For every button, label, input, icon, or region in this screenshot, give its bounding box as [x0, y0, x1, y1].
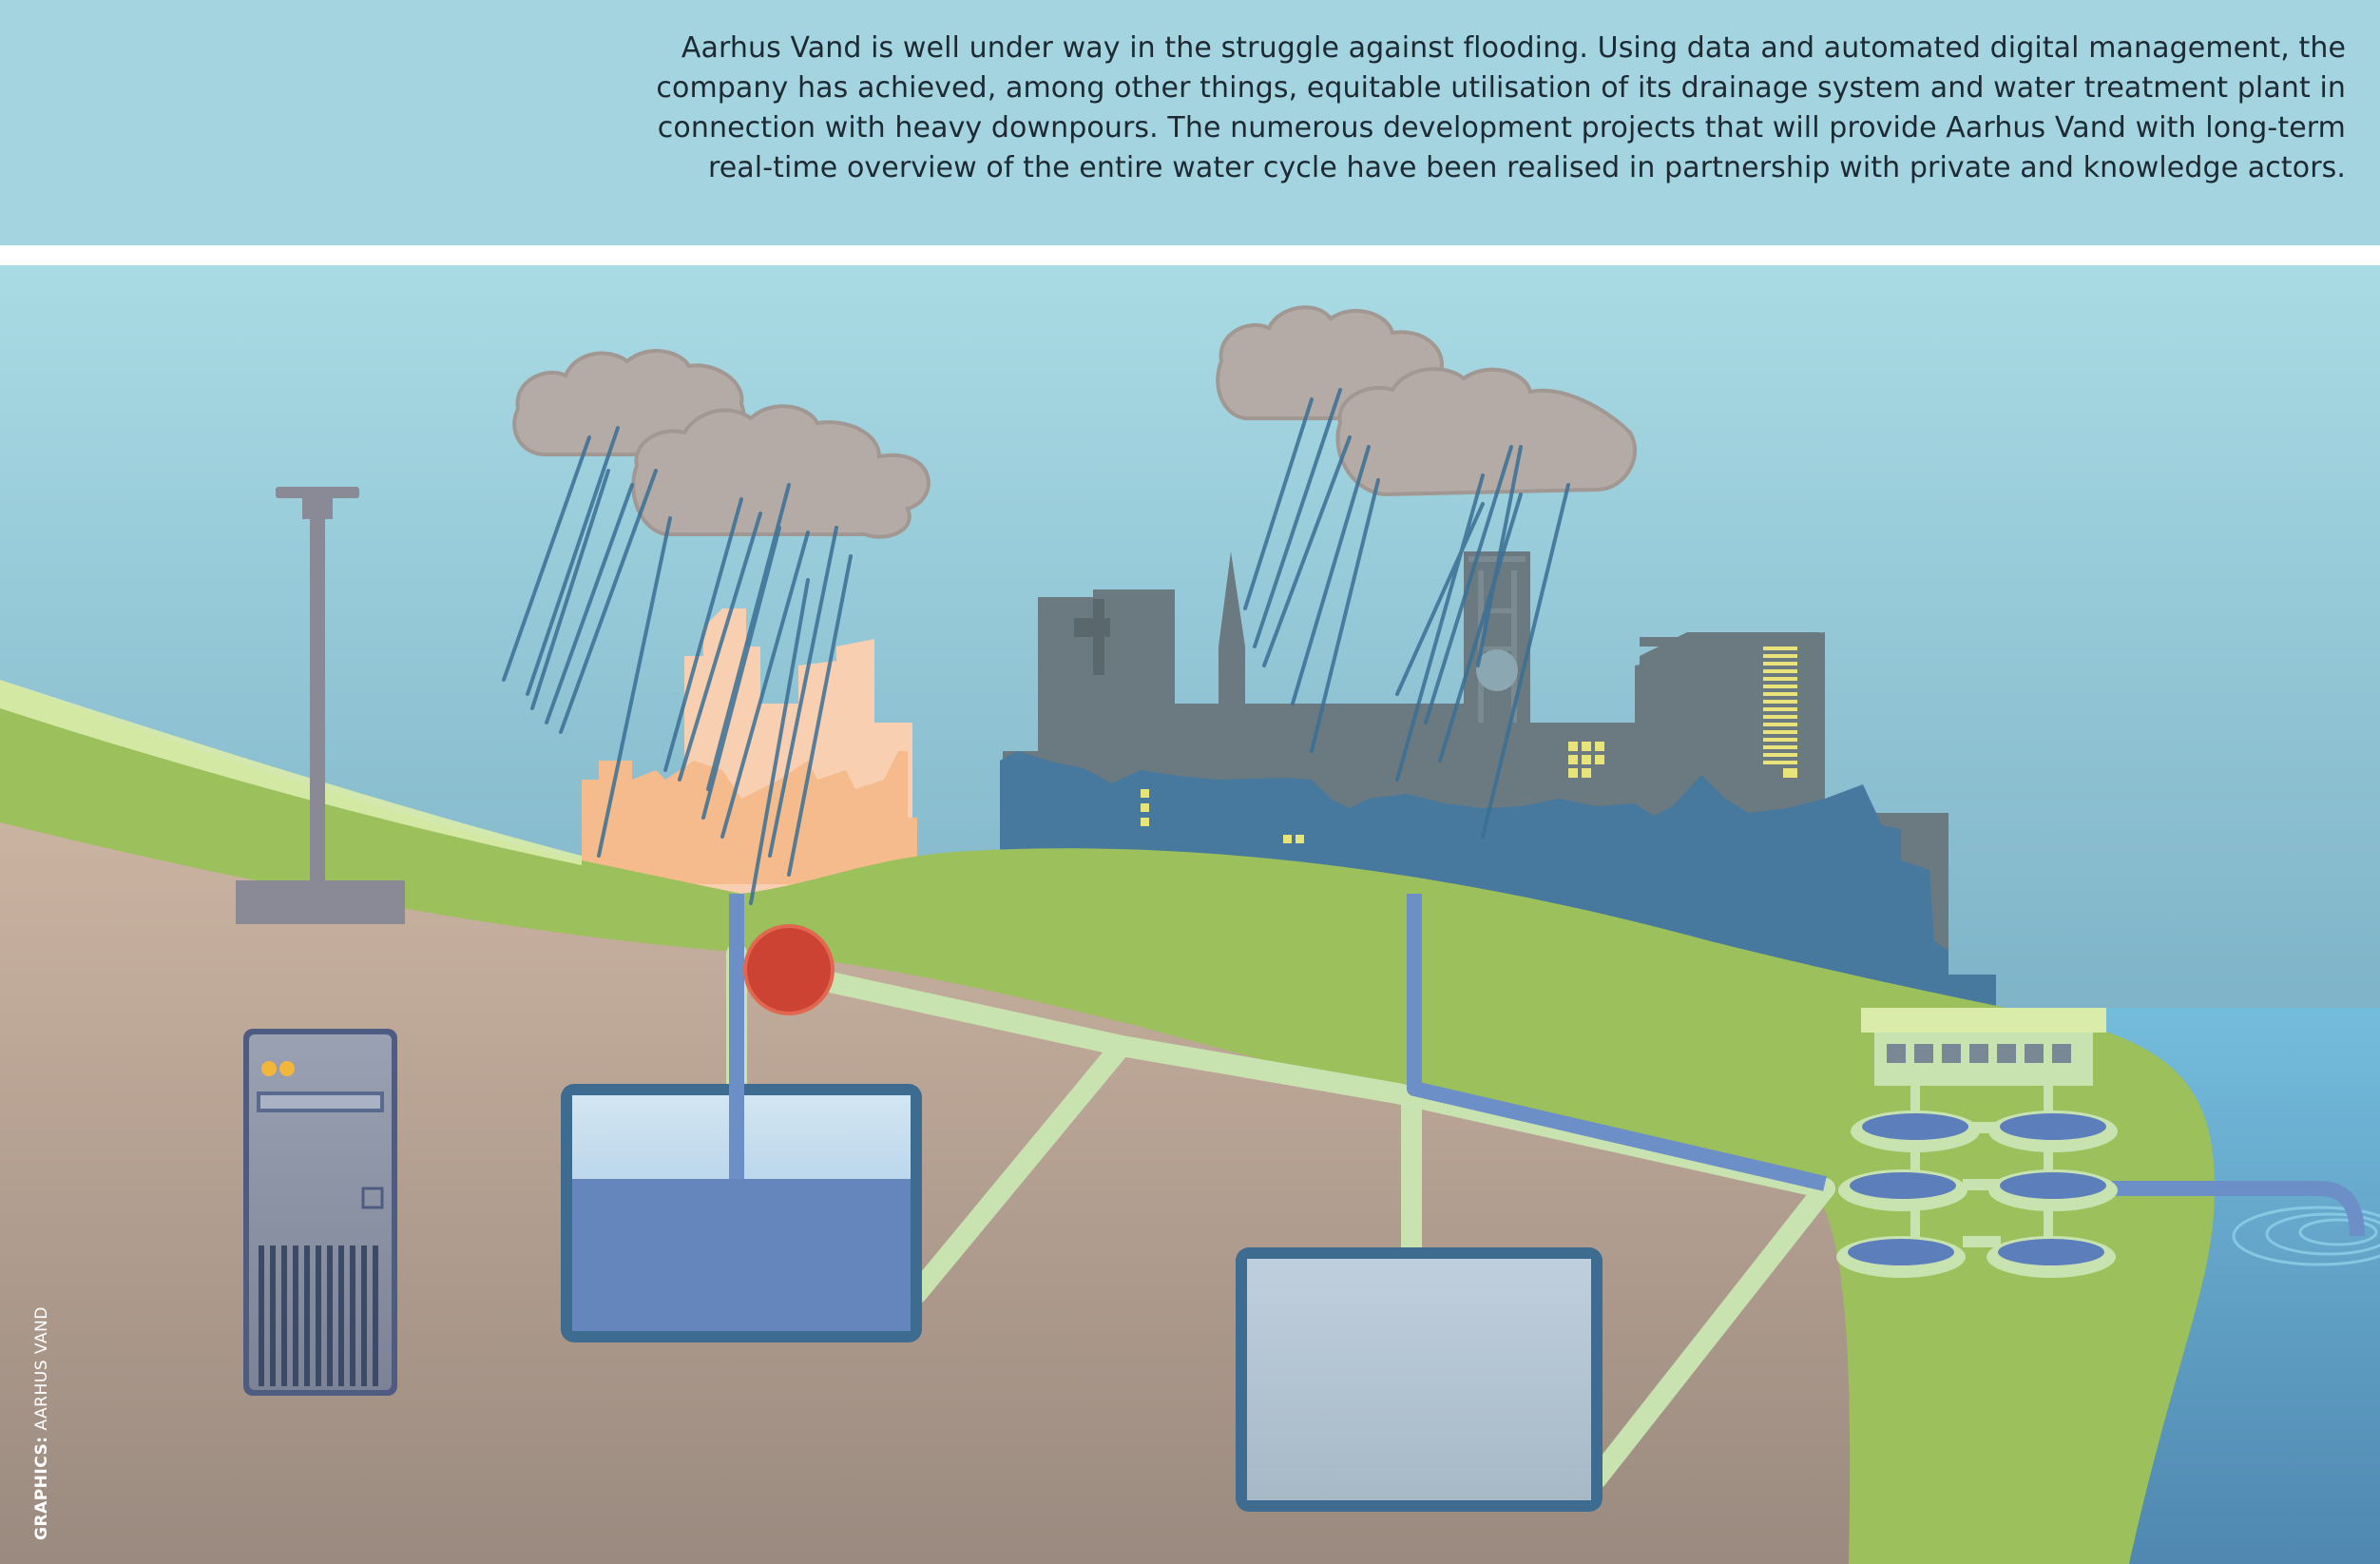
rain-gauge-icon [236, 487, 405, 924]
storage-tank-full [561, 1084, 922, 1342]
rain-streaks [502, 388, 1570, 905]
valve-icon [743, 924, 835, 1015]
city-front-windows [1141, 789, 1304, 843]
treatment-plant-icon [1836, 1008, 2118, 1278]
server-icon [243, 1029, 397, 1396]
lit-windows [1568, 647, 1797, 778]
water-cycle-illustration [0, 265, 2380, 1564]
cloud-icon [512, 305, 1637, 539]
caption-banner: Aarhus Vand is well under way in the str… [0, 0, 2380, 245]
graphics-credit: GRAPHICS: AARHUS VAND [32, 1306, 51, 1540]
caption-text: Aarhus Vand is well under way in the str… [656, 31, 2346, 184]
water-ripples [2232, 1206, 2380, 1266]
storage-tank-empty [1236, 1247, 1603, 1512]
credit-source: AARHUS VAND [32, 1306, 51, 1431]
credit-label: GRAPHICS: [32, 1436, 51, 1540]
grass-ridge [0, 680, 582, 865]
orange-buildings [582, 608, 917, 894]
clarifier-basins [1836, 1110, 2118, 1278]
